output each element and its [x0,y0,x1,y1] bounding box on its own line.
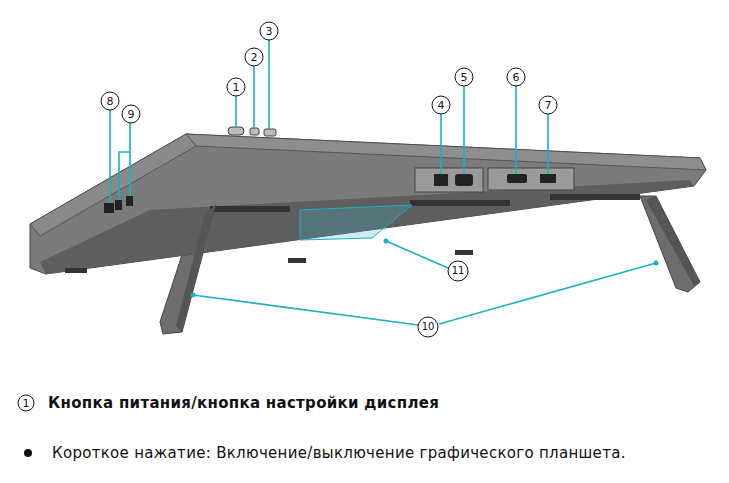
power-button [228,127,244,135]
vent [210,206,290,212]
tablet-top-edge [186,134,706,170]
callout-number: 10 [419,322,437,332]
callout-number: 6 [507,72,525,83]
callout-number: 3 [260,26,278,37]
side-port [126,196,133,206]
description-text: Короткое нажатие: Включение/выключение г… [52,446,626,461]
side-port [104,203,114,213]
callout-number: 11 [449,266,467,276]
tablet-underside [40,180,694,274]
vent [410,200,510,206]
tablet-side [30,134,196,236]
callout-number: 8 [101,96,119,107]
leader-dots [191,239,659,298]
section-heading: Кнопка питания/кнопка настройки дисплея [48,396,439,411]
label-area [300,205,412,240]
foot [288,258,306,263]
vent [550,194,640,200]
foot [65,268,87,273]
stand-leg [646,196,700,286]
port [540,174,556,183]
callout-circles [18,22,557,411]
foot [455,250,473,255]
button [264,129,276,136]
port-panel [488,168,574,190]
callout-number: 5 [455,72,473,83]
callout-number: 1 [17,398,35,409]
port [434,174,448,186]
port [507,174,527,183]
callout-number: 1 [227,82,245,93]
callout-number: 9 [122,109,140,120]
callout-number: 7 [539,100,557,111]
callout-number: 2 [245,52,263,63]
callout-number: 4 [432,100,450,111]
bullet [24,449,32,457]
port-panel [415,168,483,192]
button [250,128,259,135]
tablet-body [30,134,706,274]
stand-leg [176,204,216,332]
port [455,174,473,186]
side-port [115,200,122,210]
stand-leg [640,196,700,292]
leader-lines [110,40,656,325]
